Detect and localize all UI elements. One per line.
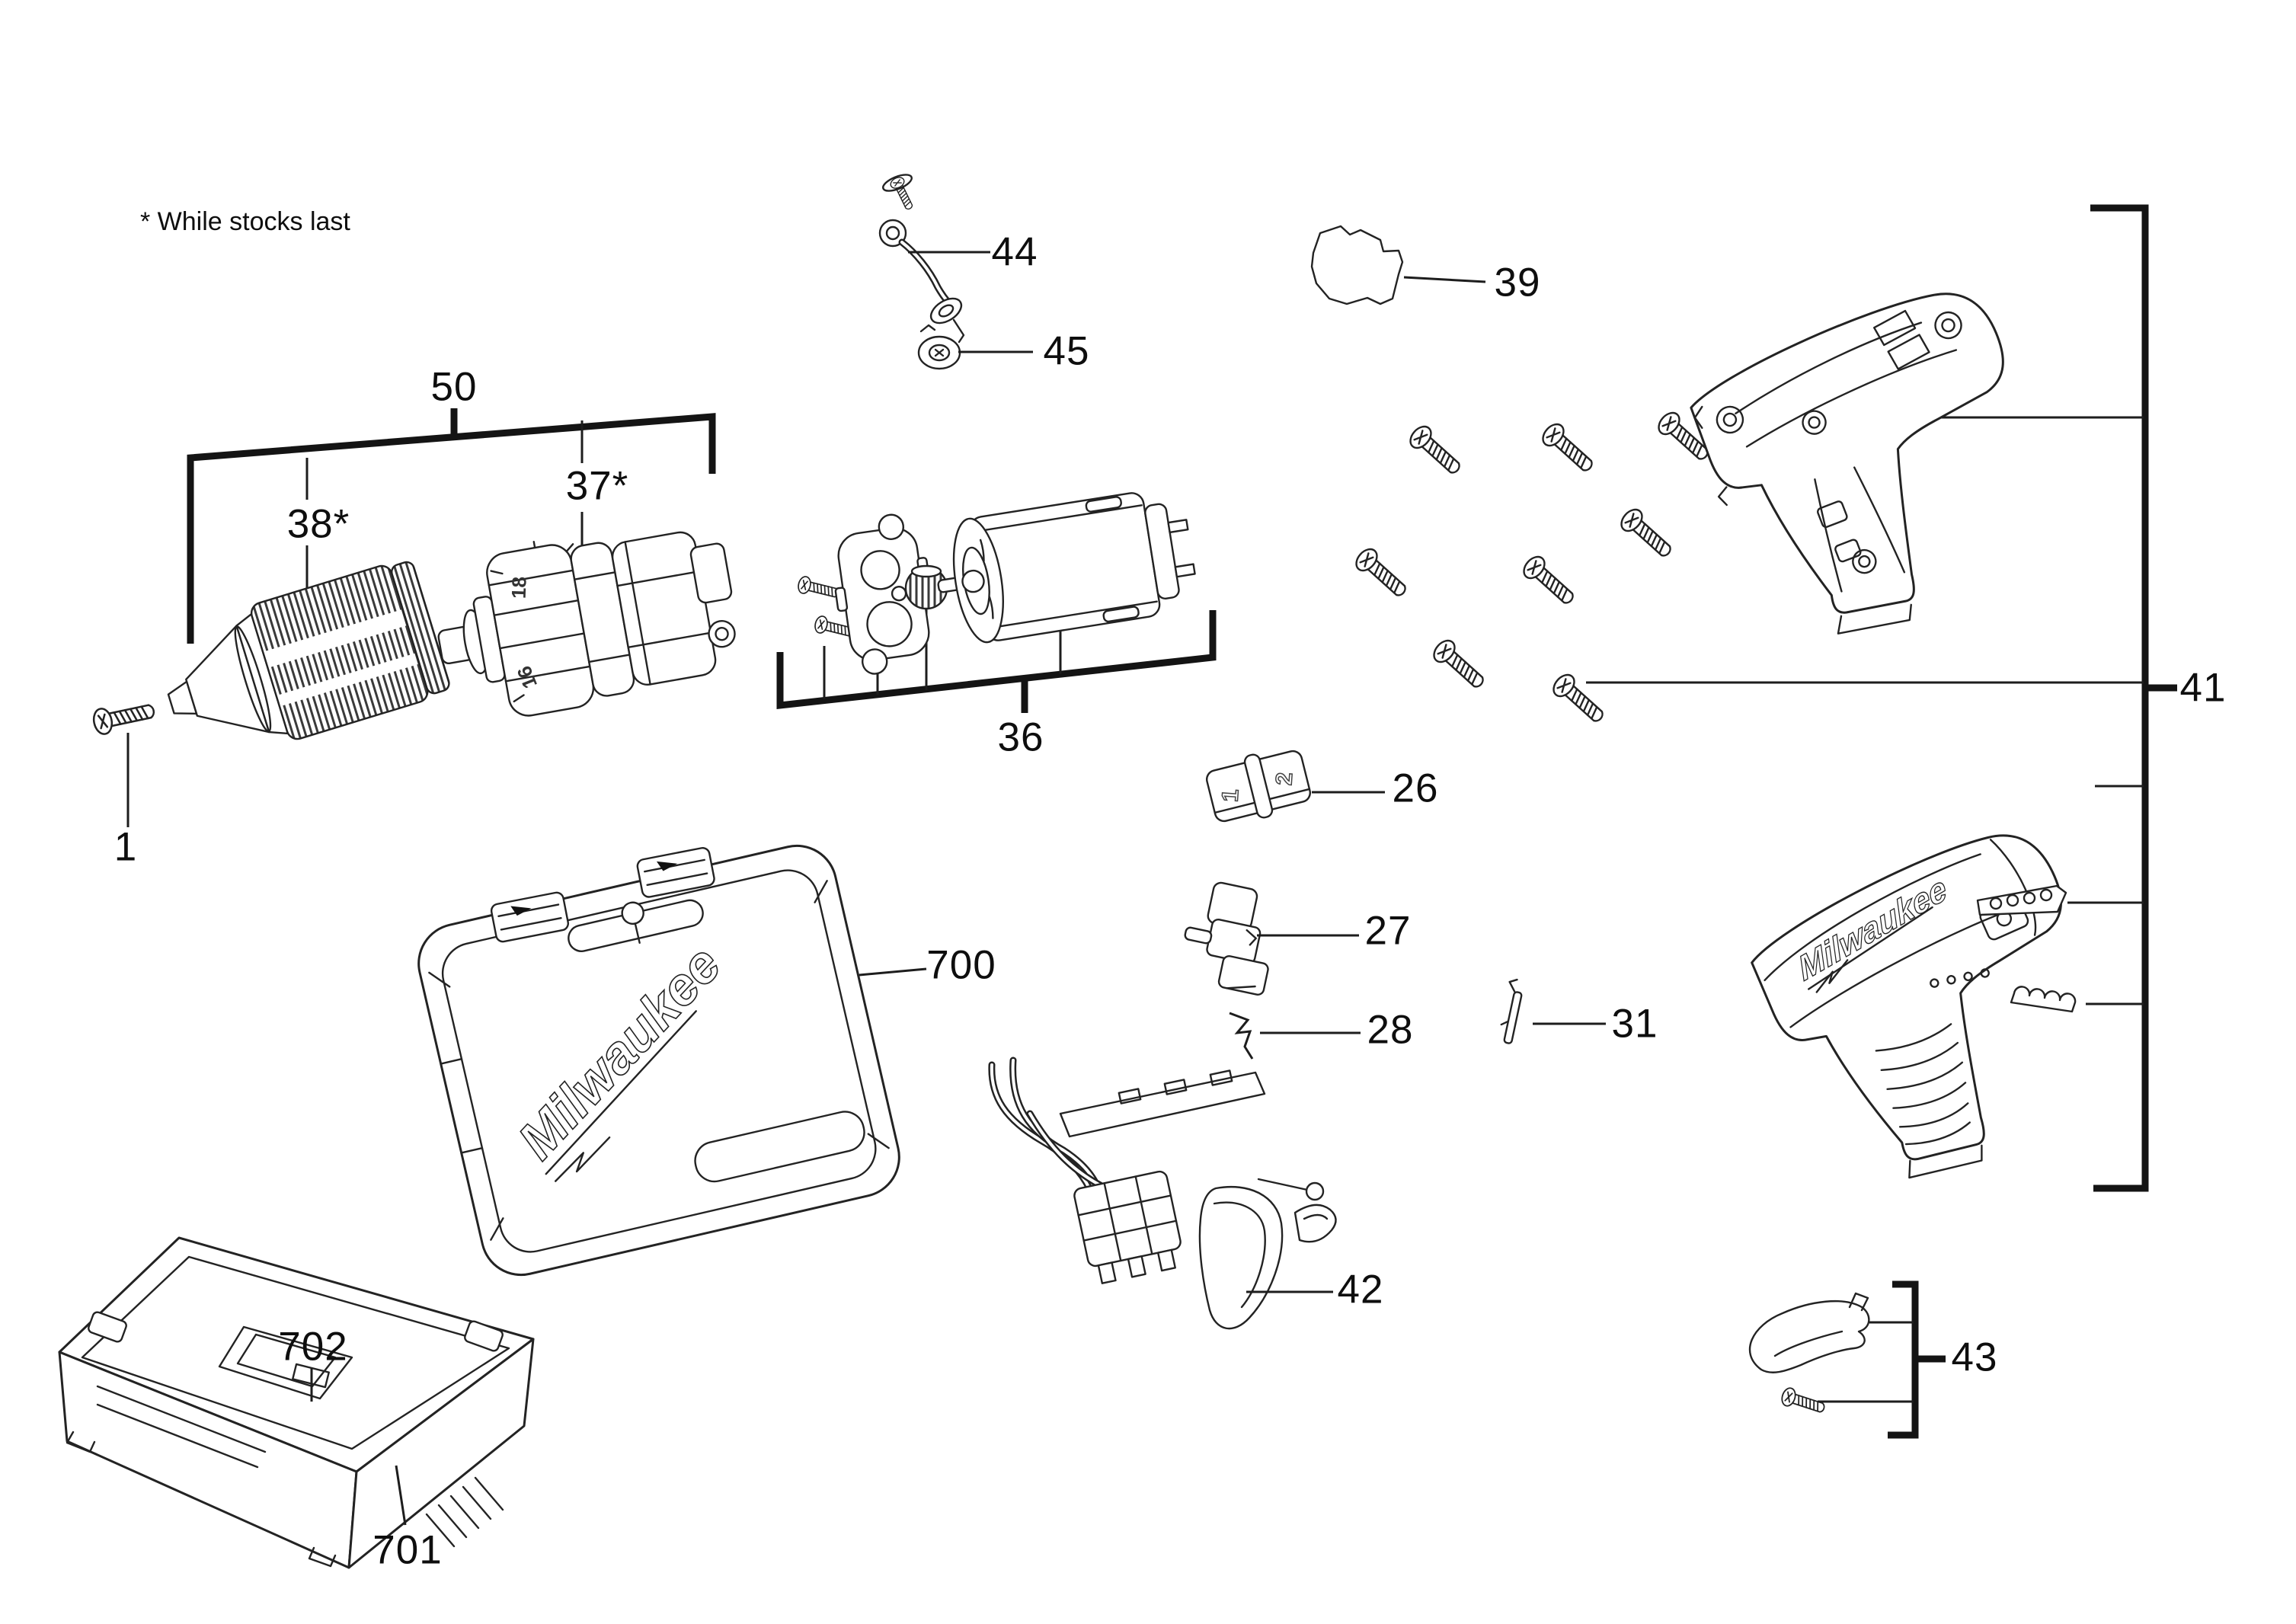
part-label-44: 44 bbox=[991, 229, 1038, 275]
housing-half-inner-drawing bbox=[1680, 273, 2076, 650]
part-label-701: 701 bbox=[373, 1527, 443, 1573]
leader-line-701 bbox=[395, 1465, 407, 1526]
selector-marking-2: 2 bbox=[1271, 772, 1297, 786]
motor-36-drawing bbox=[937, 492, 1196, 644]
part-label-37: 37* bbox=[565, 463, 629, 509]
case-latch bbox=[490, 891, 569, 943]
washer-45-icon bbox=[917, 324, 961, 370]
spring-clip-28-drawing bbox=[1229, 1012, 1254, 1060]
switch-assembly-42-drawing bbox=[988, 1057, 1337, 1330]
part-label-41: 41 bbox=[2179, 665, 2227, 711]
leader-lines-43 bbox=[1818, 1321, 1914, 1403]
detent-pin-31-drawing bbox=[1500, 978, 1523, 1044]
screw-1-icon bbox=[90, 697, 158, 737]
leader-lines-41 bbox=[1586, 416, 2144, 1005]
selector-marking-1: 1 bbox=[1217, 788, 1243, 803]
bracket-43 bbox=[1888, 1280, 1946, 1439]
part-label-1: 1 bbox=[114, 824, 138, 870]
leader-line-700 bbox=[859, 967, 927, 977]
bracket-41 bbox=[2090, 204, 2177, 1192]
speed-selector-26-drawing: 1 2 bbox=[1206, 750, 1311, 823]
part-label-31: 31 bbox=[1611, 1001, 1658, 1047]
bracket-50 bbox=[187, 408, 716, 644]
part-label-702: 702 bbox=[278, 1324, 348, 1370]
housing-screws-icon bbox=[1351, 408, 1716, 729]
shuttle-27-drawing bbox=[1184, 881, 1269, 996]
label-plate-39-drawing bbox=[1310, 225, 1404, 305]
leader-line-39 bbox=[1403, 276, 1486, 283]
part-label-45: 45 bbox=[1043, 328, 1090, 374]
spring-strip-drawing bbox=[2010, 986, 2077, 1013]
clutch-marking-18: 18 bbox=[507, 577, 531, 599]
part-label-700: 700 bbox=[926, 942, 996, 988]
belt-clip-43-drawing bbox=[1748, 1292, 1870, 1373]
case-latch bbox=[636, 847, 715, 898]
case-701-drawing bbox=[58, 1236, 535, 1569]
stock-note: * While stocks last bbox=[140, 207, 350, 236]
bracket-36 bbox=[776, 610, 1217, 713]
part-label-42: 42 bbox=[1337, 1267, 1384, 1312]
part-label-26: 26 bbox=[1392, 766, 1439, 811]
part-label-28: 28 bbox=[1367, 1007, 1414, 1053]
housing-half-outer-drawing: Milwaukee bbox=[1740, 813, 2143, 1200]
part-label-38: 38* bbox=[286, 501, 350, 547]
screw-44-icon bbox=[882, 174, 917, 213]
leader-lines-36 bbox=[823, 609, 1062, 699]
chuck-38-drawing bbox=[167, 561, 450, 740]
motor-mount-plate-drawing bbox=[834, 513, 930, 675]
part-label-50: 50 bbox=[430, 364, 478, 410]
gearbox-37-drawing: 18 16 bbox=[437, 531, 736, 717]
part-label-39: 39 bbox=[1494, 260, 1541, 305]
case-700-drawing: Milwaukee bbox=[417, 844, 900, 1277]
pinion-gear-drawing bbox=[904, 564, 948, 610]
bit-strap-44-drawing bbox=[878, 219, 965, 344]
part-label-27: 27 bbox=[1364, 908, 1412, 954]
bit-holder-plate-drawing bbox=[1976, 884, 2067, 916]
part-label-43: 43 bbox=[1951, 1335, 1998, 1380]
part-label-36: 36 bbox=[997, 714, 1044, 760]
